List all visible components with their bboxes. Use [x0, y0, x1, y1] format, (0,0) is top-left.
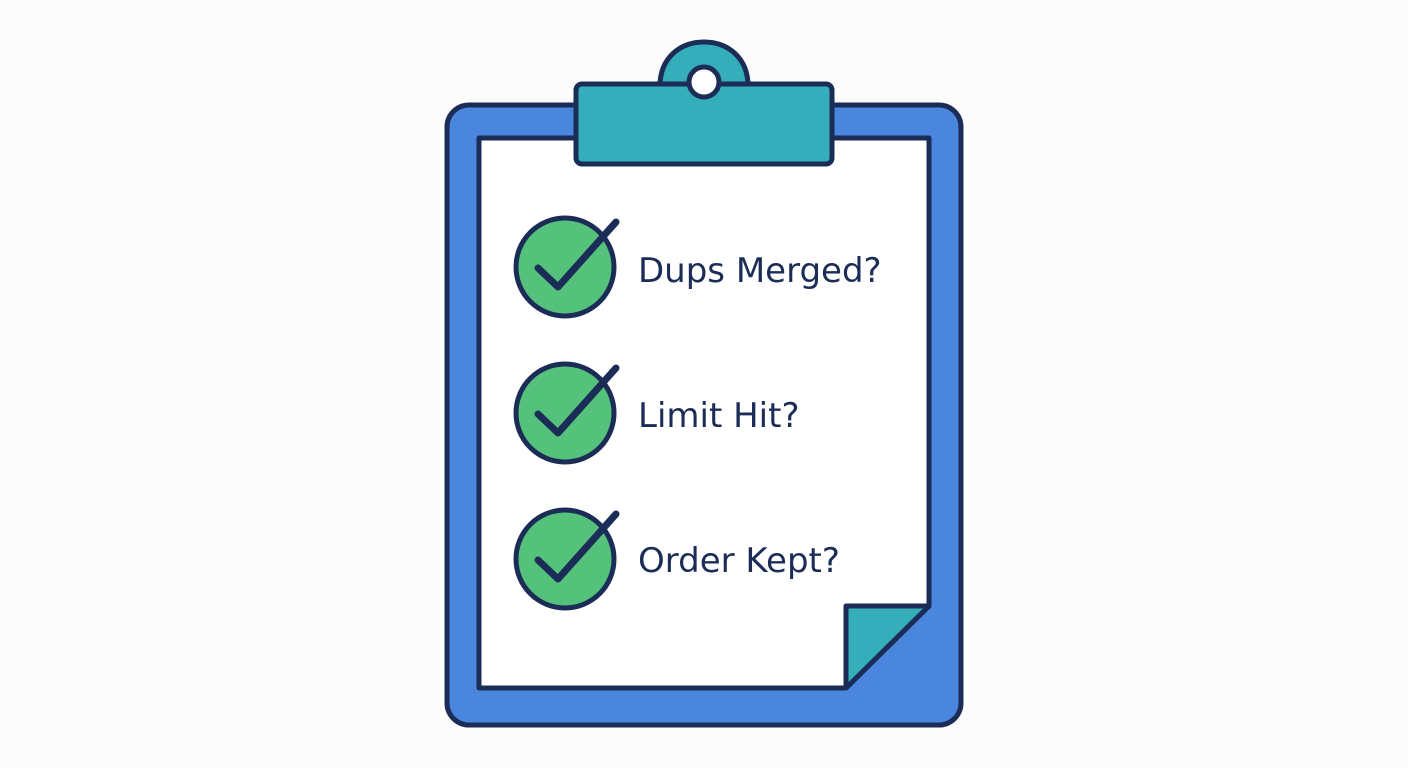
check-circle-icon: [513, 361, 620, 465]
check-circle-icon: [513, 215, 620, 319]
checklist-item-label: Order Kept?: [638, 541, 840, 581]
clip-tab: [657, 39, 751, 89]
checklist-item-label: Dups Merged?: [638, 251, 882, 291]
checklist-item-label: Limit Hit?: [638, 396, 800, 436]
page-curl-icon: [843, 603, 932, 691]
clip-hole: [686, 64, 722, 100]
check-circle-icon: [513, 507, 620, 611]
